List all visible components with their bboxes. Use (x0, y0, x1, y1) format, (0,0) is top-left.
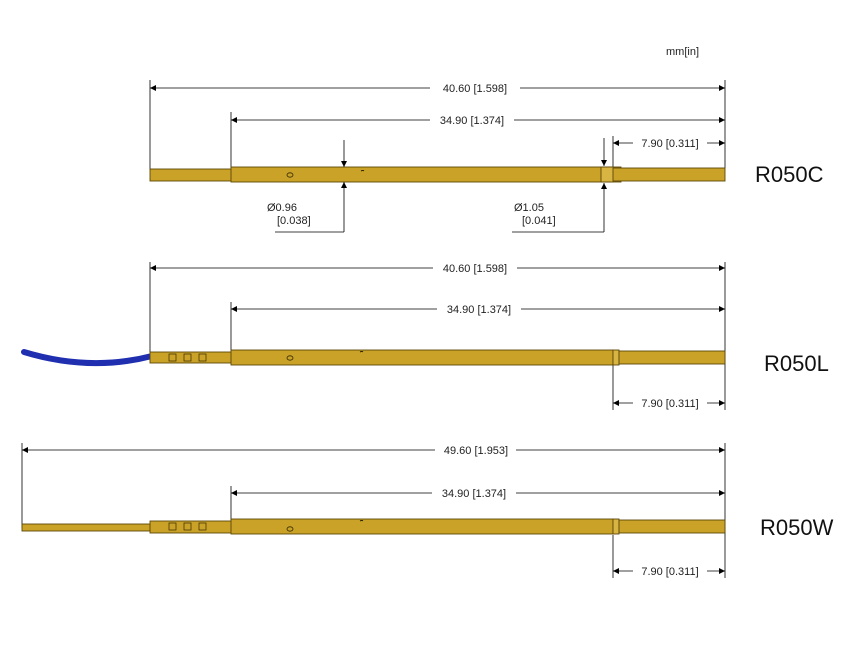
overall-length-label: 40.60 [1.598] (443, 83, 507, 95)
tip-length-label: 7.90 [0.311] (641, 398, 698, 410)
diameter-right-label: Ø1.05 (514, 202, 544, 214)
crimp-slot (183, 353, 192, 362)
diameter-left-label: Ø0.96 (267, 202, 297, 214)
tip-section (612, 167, 726, 182)
barrel (230, 518, 614, 535)
probe-r050c: 40.60 [1.598] 34.90 [1.374] 7.90 [0.311]… (149, 80, 824, 233)
barrel (230, 349, 614, 366)
crimp-slot (198, 353, 207, 362)
tip-section (618, 519, 726, 534)
crimp-band (612, 349, 620, 366)
model-label-r050l: R050L (764, 351, 829, 376)
plunger (149, 168, 233, 182)
crimp-slot (198, 522, 207, 531)
model-label-r050w: R050W (760, 515, 834, 540)
vent-hole (286, 355, 294, 361)
crimp-slot (168, 353, 177, 362)
diameter-right-inch: [0.041] (522, 215, 556, 227)
crimp-slot (183, 522, 192, 531)
barrel (230, 166, 614, 183)
diameter-left-inch: [0.038] (277, 215, 311, 227)
vent-hole (286, 172, 294, 178)
crimp-band (612, 518, 620, 535)
tip-length-label: 7.90 [0.311] (641, 566, 698, 578)
dimple-mark (359, 520, 364, 522)
units-label: mm[in] (666, 46, 699, 58)
vent-hole (286, 526, 294, 532)
probe-r050l: 40.60 [1.598] 34.90 [1.374] 7.90 [0.311]… (21, 262, 829, 410)
crimp-slot (168, 522, 177, 531)
barrel-length-label: 34.90 [1.374] (440, 115, 504, 127)
probe-r050w: 49.60 [1.953] 34.90 [1.374] 7.90 [0.311]… (21, 443, 834, 578)
wire-wrap-tail (21, 523, 153, 532)
tip-section (618, 350, 726, 365)
overall-length-label: 49.60 [1.953] (444, 445, 508, 457)
overall-length-label: 40.60 [1.598] (443, 263, 507, 275)
barrel-length-label: 34.90 [1.374] (442, 488, 506, 500)
dimple-mark (360, 170, 365, 172)
tip-length-label: 7.90 [0.311] (641, 138, 698, 150)
barrel-length-label: 34.90 [1.374] (447, 304, 511, 316)
wire (21, 349, 155, 367)
dimple-mark (359, 351, 364, 353)
model-label-r050c: R050C (755, 162, 824, 187)
